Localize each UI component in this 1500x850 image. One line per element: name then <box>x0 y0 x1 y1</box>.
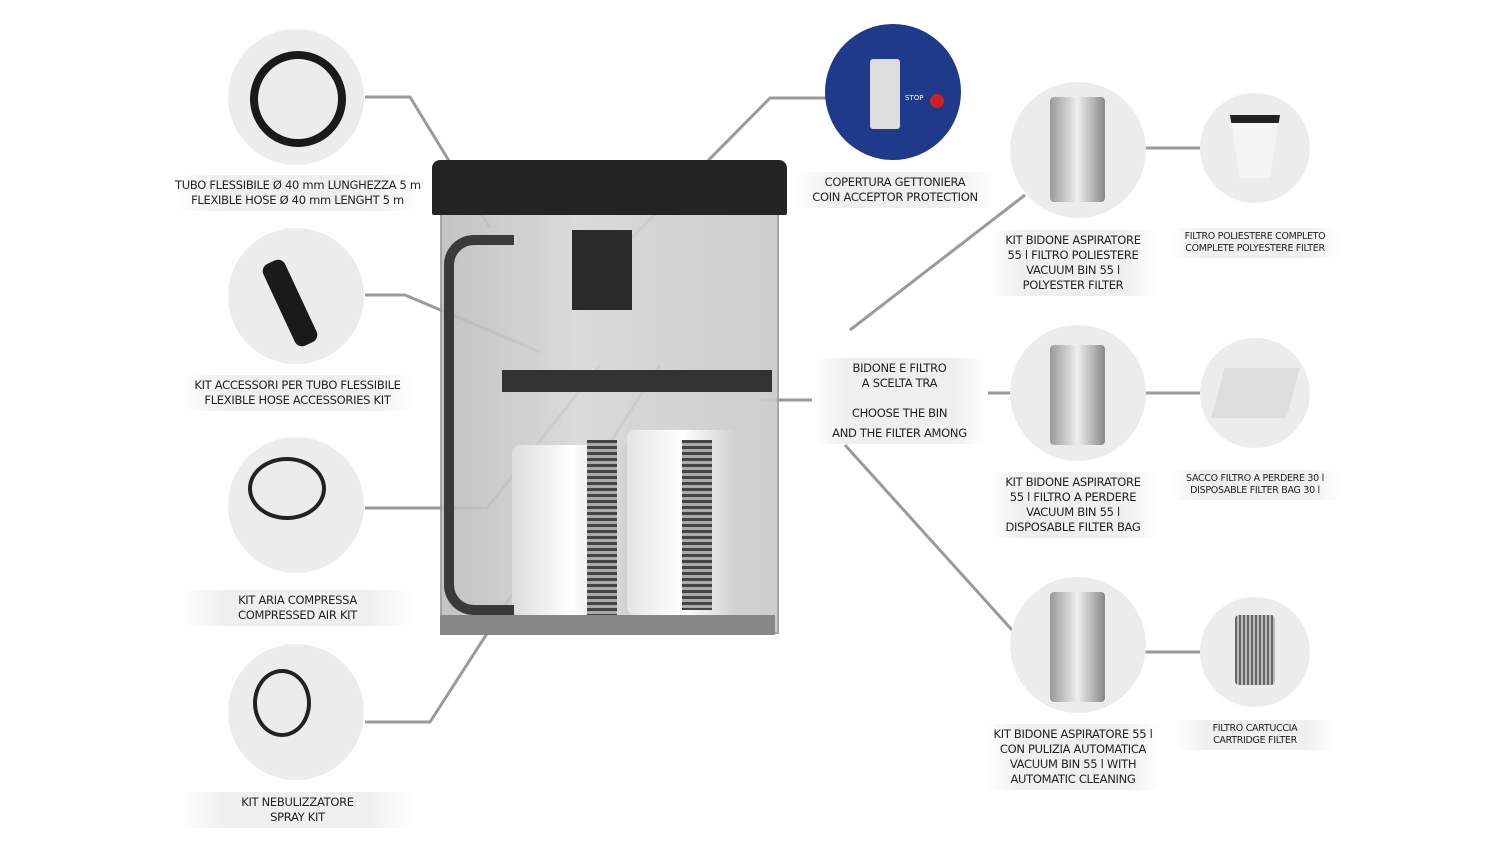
bin-polyester-image <box>1010 82 1146 218</box>
cartridge-icon <box>1235 615 1275 685</box>
bin-icon <box>1050 592 1105 702</box>
shelf <box>502 370 772 392</box>
hose-image <box>228 29 364 165</box>
vacuum-station-illustration <box>432 160 787 640</box>
coil-icon <box>248 457 326 520</box>
compressed-air-image <box>228 437 364 573</box>
coil-hose-2 <box>682 440 712 610</box>
hose-icon <box>250 51 346 147</box>
coin-acceptor-image: STOP <box>825 24 961 160</box>
bin-icon <box>1050 345 1105 445</box>
coin-box <box>572 230 632 310</box>
polyester-filter-image <box>1200 93 1310 203</box>
coin-slot-icon <box>870 59 900 129</box>
base-plate <box>440 615 775 635</box>
spray-gun-icon <box>253 669 311 737</box>
bin-icon <box>1050 97 1105 202</box>
filter-bag-image <box>1200 338 1310 448</box>
filter-icon <box>1230 115 1280 178</box>
hose <box>444 235 514 615</box>
nozzle-icon <box>260 257 320 349</box>
bag-icon <box>1211 368 1300 418</box>
spray-kit-image <box>228 644 364 780</box>
cartridge-filter-image <box>1200 597 1310 707</box>
coil-hose-1 <box>587 440 617 630</box>
stop-text: STOP <box>905 94 924 102</box>
bin-automatic-image <box>1010 577 1146 713</box>
accessories-image <box>228 228 364 364</box>
button-icon <box>930 94 944 108</box>
bin-disposable-image <box>1010 325 1146 461</box>
machine-top-cover <box>432 160 787 215</box>
